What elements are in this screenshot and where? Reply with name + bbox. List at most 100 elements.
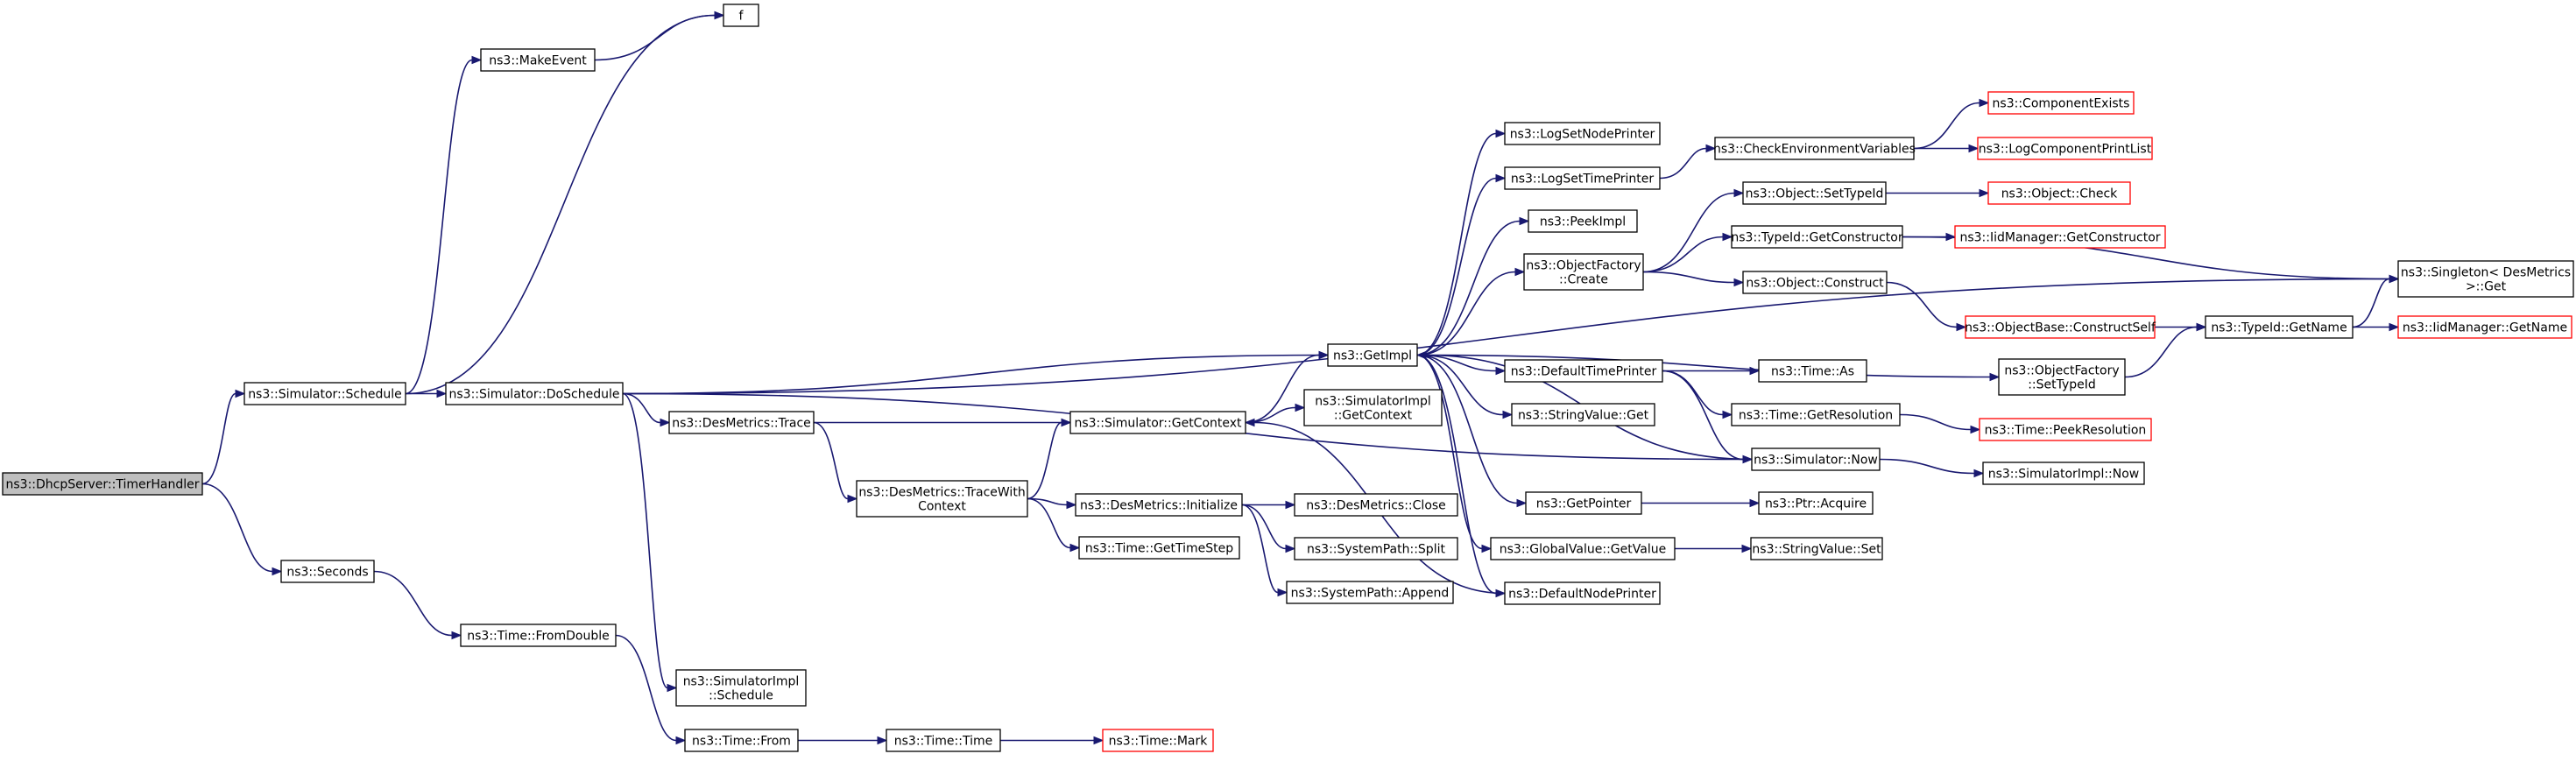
node-simimplnow[interactable]: ns3::SimulatorImpl::Now <box>1982 462 2145 485</box>
node-logsettimeprinter[interactable]: ns3::LogSetTimePrinter <box>1504 166 1661 190</box>
node-label-makeevent: ns3::MakeEvent <box>489 54 587 68</box>
node-label-componentexists: ns3::ComponentExists <box>1993 97 2130 111</box>
node-iidgetconstructor[interactable]: ns3::IidManager::GetConstructor <box>1954 225 2166 249</box>
node-logsetnodeprinter[interactable]: ns3::LogSetNodePrinter <box>1504 122 1661 145</box>
node-singletonget[interactable]: ns3::Singleton< DesMetrics >::Get <box>2397 260 2574 298</box>
node-makeevent[interactable]: ns3::MakeEvent <box>480 48 596 72</box>
node-box-timefrom <box>684 729 799 752</box>
node-timetime[interactable]: ns3::Time::Time <box>886 729 1001 752</box>
node-ptracquire[interactable]: ns3::Ptr::Acquire <box>1758 491 1874 515</box>
node-fromdouble[interactable]: ns3::Time::FromDouble <box>460 624 617 647</box>
node-peekimpl[interactable]: ns3::PeekImpl <box>1528 209 1638 233</box>
node-simnow[interactable]: ns3::Simulator::Now <box>1751 447 1881 471</box>
node-constructself[interactable]: ns3::ObjectBase::ConstructSelf <box>1965 315 2156 339</box>
node-objfactsettypeid[interactable]: ns3::ObjectFactory::SetTypeId <box>1998 358 2126 396</box>
node-desinit[interactable]: ns3::DesMetrics::Initialize <box>1075 493 1243 517</box>
node-box-globalvalueget <box>1490 537 1676 560</box>
node-gettimestep[interactable]: ns3::Time::GetTimeStep <box>1078 536 1240 560</box>
arrowhead-getconstructor <box>1722 232 1733 242</box>
node-label-seconds: ns3::Seconds <box>286 566 368 580</box>
node-box-fromdouble <box>460 624 617 647</box>
node-getimpl[interactable]: ns3::GetImpl <box>1327 343 1418 367</box>
node-label-logsetnodeprinter: ns3::LogSetNodePrinter <box>1510 128 1655 142</box>
node-label-getpointer: ns3::GetPointer <box>1536 497 1632 511</box>
edge-getimpl-to-defaultnodeprinter <box>1416 354 1497 595</box>
node-label-schedule: ns3::Simulator::Schedule <box>248 388 402 402</box>
arrowhead-makeevent <box>471 55 483 65</box>
edge-getresolution-to-peekresolution <box>1899 413 1972 431</box>
edge-doschedule-to-simimplschedule <box>622 392 668 689</box>
node-timemark[interactable]: ns3::Time::Mark <box>1102 729 1214 752</box>
node-box-defaultnodeprinter <box>1504 581 1661 605</box>
node-settypeid[interactable]: ns3::Object::SetTypeId <box>1742 181 1887 205</box>
node-f[interactable]: f <box>723 4 759 27</box>
node-box-getcontext <box>1069 411 1246 434</box>
node-stringvalueget[interactable]: ns3::StringValue::Get <box>1511 403 1655 426</box>
node-label-peekimpl: ns3::PeekImpl <box>1540 215 1626 229</box>
node-box-desinit <box>1075 493 1243 517</box>
edge-logsettimeprinter-to-checkenv <box>1659 147 1707 180</box>
node-globalvalueget[interactable]: ns3::GlobalValue::GetValue <box>1490 537 1676 560</box>
edge-fromdouble-to-timefrom <box>615 634 677 742</box>
node-destrace[interactable]: ns3::DesMetrics::Trace <box>668 411 815 434</box>
edge-doschedule-to-singletonget <box>622 278 2390 395</box>
node-objcheck[interactable]: ns3::Object::Check <box>1987 181 2131 205</box>
node-label-stringvalueset: ns3::StringValue::Set <box>1752 543 1881 557</box>
node-componentexists[interactable]: ns3::ComponentExists <box>1987 91 2135 115</box>
node-split[interactable]: ns3::SystemPath::Split <box>1294 537 1458 560</box>
node-label-objfactsettypeid: ns3::ObjectFactory <box>2004 364 2119 378</box>
node-iidgetname[interactable]: ns3::IidManager::GetName <box>2397 315 2572 339</box>
edge-schedule-to-f <box>405 14 716 395</box>
node-defaultnodeprinter[interactable]: ns3::DefaultNodePrinter <box>1504 581 1661 605</box>
node-simimplgetcontext[interactable]: ns3::SimulatorImpl::GetContext <box>1303 389 1443 426</box>
node-getpointer[interactable]: ns3::GetPointer <box>1525 491 1642 515</box>
node-logcompprintlist[interactable]: ns3::LogComponentPrintList <box>1977 137 2153 160</box>
node-getresolution[interactable]: ns3::Time::GetResolution <box>1731 403 1901 426</box>
node-label-destrace: ns3::DesMetrics::Trace <box>672 417 811 431</box>
node-label-stringvalueget: ns3::StringValue::Get <box>1518 409 1649 423</box>
node-timeas[interactable]: ns3::Time::As <box>1758 359 1867 383</box>
node-typeidgetname[interactable]: ns3::TypeId::GetName <box>2205 315 2354 339</box>
node-label-logsettimeprinter: ns3::LogSetTimePrinter <box>1511 173 1655 187</box>
arrowhead-typeidgetname <box>2196 322 2207 332</box>
node-label-split: ns3::SystemPath::Split <box>1307 543 1445 557</box>
node-label-timeas: ns3::Time::As <box>1771 365 1854 379</box>
node-simimplschedule[interactable]: ns3::SimulatorImpl::Schedule <box>675 669 807 707</box>
node-doschedule[interactable]: ns3::Simulator::DoSchedule <box>445 382 624 405</box>
node-seconds[interactable]: ns3::Seconds <box>280 560 375 583</box>
node-box-getimpl <box>1327 343 1418 367</box>
edge-objfactorycreate-to-getconstructor <box>1642 236 1724 273</box>
node-append[interactable]: ns3::SystemPath::Append <box>1286 581 1454 604</box>
node-label-desinit: ns3::DesMetrics::Initialize <box>1080 499 1238 513</box>
edge-getimpl-to-objfactsettypeid <box>1416 354 1991 378</box>
node-getconstructor[interactable]: ns3::TypeId::GetConstructor <box>1731 225 1903 249</box>
node-label-singletonget: >::Get <box>2466 280 2507 294</box>
node-box-split <box>1294 537 1458 560</box>
arrowhead-logsetnodeprinter <box>1495 129 1507 138</box>
edge-seconds-to-fromdouble <box>373 570 453 637</box>
edge-objfactorycreate-to-objconstruct <box>1642 271 1735 284</box>
node-defaulttimeprinter[interactable]: ns3::DefaultTimePrinter <box>1504 359 1663 383</box>
node-stringvalueset[interactable]: ns3::StringValue::Set <box>1750 537 1883 560</box>
node-timerhandler[interactable]: ns3::DhcpServer::TimerHandler <box>2 472 203 496</box>
node-timefrom[interactable]: ns3::Time::From <box>684 729 799 752</box>
node-box-ptracquire <box>1758 491 1874 515</box>
arrowhead-ptracquire <box>1749 498 1761 508</box>
node-desclose[interactable]: ns3::DesMetrics::Close <box>1294 493 1458 517</box>
node-peekresolution[interactable]: ns3::Time::PeekResolution <box>1979 418 2152 441</box>
edge-getimpl-to-logsetnodeprinter <box>1416 132 1497 356</box>
node-schedule[interactable]: ns3::Simulator::Schedule <box>243 382 406 405</box>
node-objfactorycreate[interactable]: ns3::ObjectFactory::Create <box>1523 253 1644 291</box>
node-getcontext[interactable]: ns3::Simulator::GetContext <box>1069 411 1246 434</box>
arrowhead-simimplgetcontext <box>1295 403 1306 412</box>
node-box-gettimestep <box>1078 536 1240 560</box>
node-label-simimplnow: ns3::SimulatorImpl::Now <box>1988 468 2140 482</box>
arrowhead-singletonget <box>2389 274 2400 284</box>
node-label-globalvalueget: ns3::GlobalValue::GetValue <box>1500 543 1666 557</box>
node-box-logcompprintlist <box>1977 137 2153 160</box>
node-objconstruct[interactable]: ns3::Object::Construct <box>1742 271 1888 294</box>
edge-objfactsettypeid-to-typeidgetname <box>2124 326 2198 378</box>
node-checkenv[interactable]: ns3::CheckEnvironmentVariables <box>1713 137 1916 160</box>
